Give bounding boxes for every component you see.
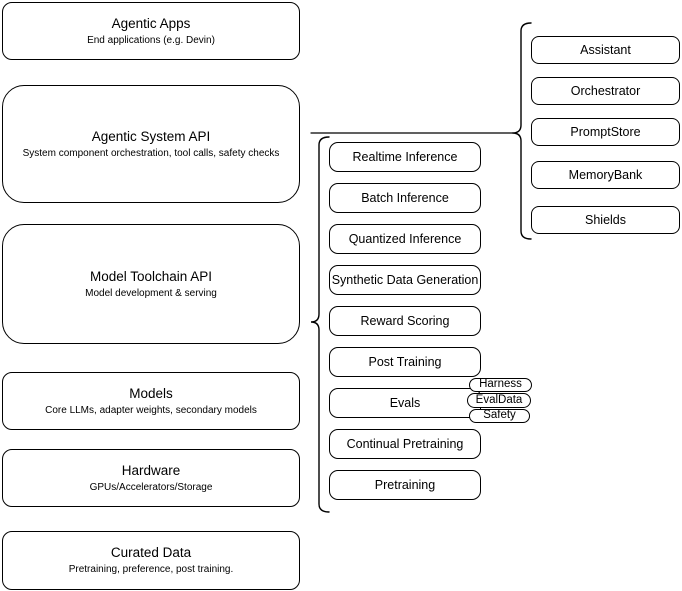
node-label: Reward Scoring bbox=[360, 314, 450, 328]
node-title: Agentic Apps bbox=[111, 15, 191, 31]
node-label: Shields bbox=[585, 213, 626, 227]
node-agentic-apps: Agentic Apps End applications (e.g. Devi… bbox=[2, 2, 300, 60]
node-label: Quantized Inference bbox=[348, 232, 462, 246]
node-label: Realtime Inference bbox=[352, 150, 458, 164]
component-orchestrator: Orchestrator bbox=[531, 77, 680, 105]
toolchain-brace bbox=[310, 136, 330, 513]
node-title: Model Toolchain API bbox=[89, 268, 213, 284]
toolchain-item-pretraining: Pretraining bbox=[329, 470, 481, 500]
node-subtitle: GPUs/Accelerators/Storage bbox=[89, 481, 213, 493]
toolchain-item-post-training: Post Training bbox=[329, 347, 481, 377]
node-subtitle: End applications (e.g. Devin) bbox=[87, 34, 215, 46]
node-label: Continual Pretraining bbox=[346, 437, 464, 451]
node-label: Pretraining bbox=[374, 478, 436, 492]
node-label: Synthetic Data Generation bbox=[331, 273, 479, 287]
component-assistant: Assistant bbox=[531, 36, 680, 64]
node-label: Batch Inference bbox=[361, 191, 449, 205]
toolchain-item-realtime-inference: Realtime Inference bbox=[329, 142, 481, 172]
components-brace bbox=[512, 22, 532, 240]
toolchain-item-batch-inference: Batch Inference bbox=[329, 183, 481, 213]
node-subtitle: Pretraining, preference, post training. bbox=[68, 564, 234, 575]
toolchain-item-quantized-inference: Quantized Inference bbox=[329, 224, 481, 254]
node-label: Post Training bbox=[368, 355, 442, 369]
node-label: Evals bbox=[389, 396, 421, 410]
node-model-toolchain-api: Model Toolchain API Model development & … bbox=[2, 224, 300, 344]
node-subtitle: Core LLMs, adapter weights, secondary mo… bbox=[45, 404, 257, 416]
component-shields: Shields bbox=[531, 206, 680, 234]
node-label: PromptStore bbox=[570, 125, 641, 139]
node-subtitle: System component orchestration, tool cal… bbox=[22, 147, 280, 159]
tag-label: EvalData bbox=[475, 393, 523, 406]
node-label: Orchestrator bbox=[570, 84, 641, 98]
node-title: Hardware bbox=[121, 462, 181, 478]
node-curated-data: Curated Data Pretraining, preference, po… bbox=[2, 531, 300, 590]
component-memorybank: MemoryBank bbox=[531, 161, 680, 189]
node-label: MemoryBank bbox=[568, 168, 643, 182]
toolchain-item-evals: Evals bbox=[329, 388, 481, 418]
evals-tag-safety: Safety bbox=[469, 409, 530, 423]
toolchain-item-synthetic-data-generation: Synthetic Data Generation bbox=[329, 265, 481, 295]
node-models: Models Core LLMs, adapter weights, secon… bbox=[2, 372, 300, 430]
toolchain-item-reward-scoring: Reward Scoring bbox=[329, 306, 481, 336]
tag-label: Safety bbox=[483, 409, 516, 422]
node-agentic-system-api: Agentic System API System component orch… bbox=[2, 85, 300, 203]
node-label: Assistant bbox=[580, 43, 631, 57]
component-promptstore: PromptStore bbox=[531, 118, 680, 146]
node-subtitle: Model development & serving bbox=[85, 287, 217, 299]
node-title: Models bbox=[129, 385, 173, 401]
evals-tag-evaldata: EvalData bbox=[467, 393, 531, 408]
node-hardware: Hardware GPUs/Accelerators/Storage bbox=[2, 449, 300, 507]
tag-label: Harness bbox=[479, 378, 522, 391]
evals-tag-harness: Harness bbox=[469, 378, 532, 392]
node-title: Curated Data bbox=[110, 545, 192, 560]
toolchain-item-continual-pretraining: Continual Pretraining bbox=[329, 429, 481, 459]
node-title: Agentic System API bbox=[91, 128, 211, 144]
